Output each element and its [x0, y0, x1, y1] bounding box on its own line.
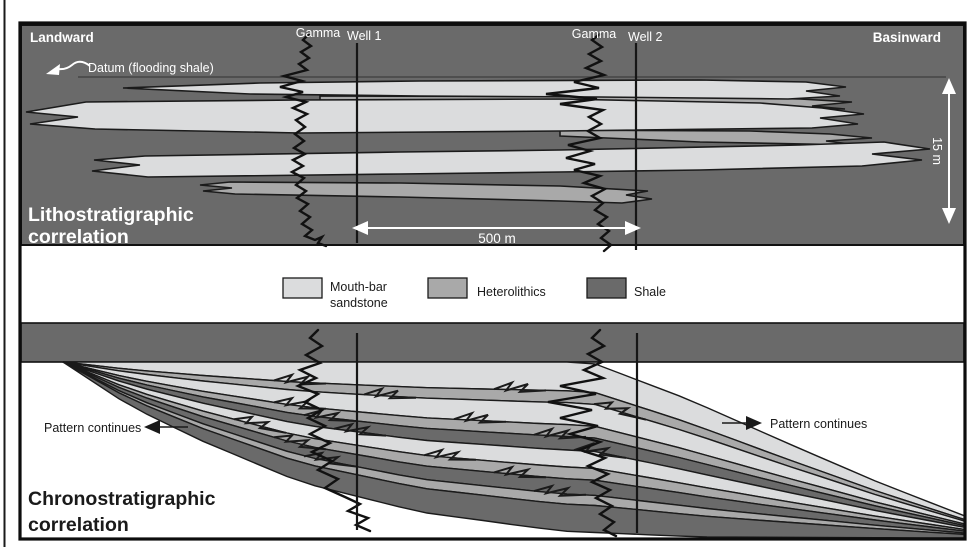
- zigzag-termination-icon: [233, 415, 287, 434]
- datum-arrowhead-icon: [46, 64, 60, 75]
- arrow-right-icon: [746, 416, 762, 430]
- basinward-label: Basinward: [873, 30, 941, 45]
- zigzag-termination-icon: [273, 396, 327, 410]
- zigzag-termination-icon: [533, 426, 587, 440]
- legend-swatch-sandstone: [282, 277, 323, 299]
- litho-title-line1: Lithostratigraphic: [28, 204, 194, 226]
- gamma-log-well2-lower: [547, 328, 618, 538]
- datum-arrow: [57, 60, 91, 71]
- pattern-right-label: Pattern continues: [770, 417, 867, 431]
- zigzag-termination-icon: [593, 401, 647, 421]
- chronostratigraphic-panel: Pattern continues Pattern continues Chro…: [20, 322, 965, 539]
- zigzag-termination-icon: [453, 411, 507, 424]
- legend-label-heterolithics: Heterolithics: [477, 285, 546, 299]
- legend-label-shale: Shale: [634, 285, 666, 299]
- zigzag-termination-icon: [273, 434, 327, 451]
- heterolithic-fringe-middle: [559, 129, 873, 146]
- zigzag-termination-icon: [533, 484, 587, 497]
- gamma-log-well2: [545, 32, 613, 253]
- arrow-left-icon: [352, 221, 368, 235]
- well1-label: Well 1: [347, 29, 382, 43]
- well2-label: Well 2: [628, 30, 663, 44]
- legend-label-sandstone-line1: Mouth-bar: [330, 280, 387, 294]
- scale-500m-label: 500 m: [478, 231, 516, 246]
- chrono-title-line1: Chronostratigraphic: [28, 488, 216, 510]
- legend-swatch-shale: [586, 277, 627, 299]
- zigzag-termination-icon: [573, 441, 627, 459]
- arrow-down-icon: [942, 208, 956, 224]
- lithostratigraphic-panel: Landward Basinward Datum (flooding shale…: [20, 24, 965, 253]
- legend-swatch-heterolithics: [427, 277, 468, 299]
- sandstone-body-1: [122, 79, 847, 100]
- pattern-left-label: Pattern continues: [44, 421, 141, 435]
- zigzag-termination-icon: [493, 380, 547, 393]
- sandstone-body-3: [91, 141, 931, 178]
- arrow-right-icon: [625, 221, 641, 235]
- scale-15m-label: 15 m: [930, 137, 944, 165]
- gamma2-label: Gamma: [572, 27, 617, 41]
- clinoform-band-10-shale: [62, 361, 964, 539]
- litho-title-line2: correlation: [28, 226, 129, 248]
- zigzag-termination-icon: [493, 465, 547, 479]
- gamma-log-well1: [279, 32, 328, 248]
- landward-label: Landward: [30, 30, 94, 45]
- heterolithic-band: [199, 181, 653, 204]
- sandstone-body-2: [25, 98, 865, 134]
- legend: Mouth-bar sandstone Heterolithics Shale: [282, 277, 666, 310]
- figure-frame: [18, 21, 967, 541]
- datum-label: Datum (flooding shale): [88, 61, 214, 75]
- arrow-left-icon: [144, 420, 160, 434]
- zigzag-termination-icon: [363, 386, 417, 400]
- gamma1-label: Gamma: [296, 26, 341, 40]
- arrow-up-icon: [942, 78, 956, 94]
- flooding-shale-band: [20, 322, 965, 363]
- zigzag-termination-icon: [423, 448, 477, 461]
- chrono-title-line2: correlation: [28, 514, 129, 536]
- legend-label-sandstone-line2: sandstone: [330, 296, 388, 310]
- interfingering-zigzags: [233, 372, 647, 497]
